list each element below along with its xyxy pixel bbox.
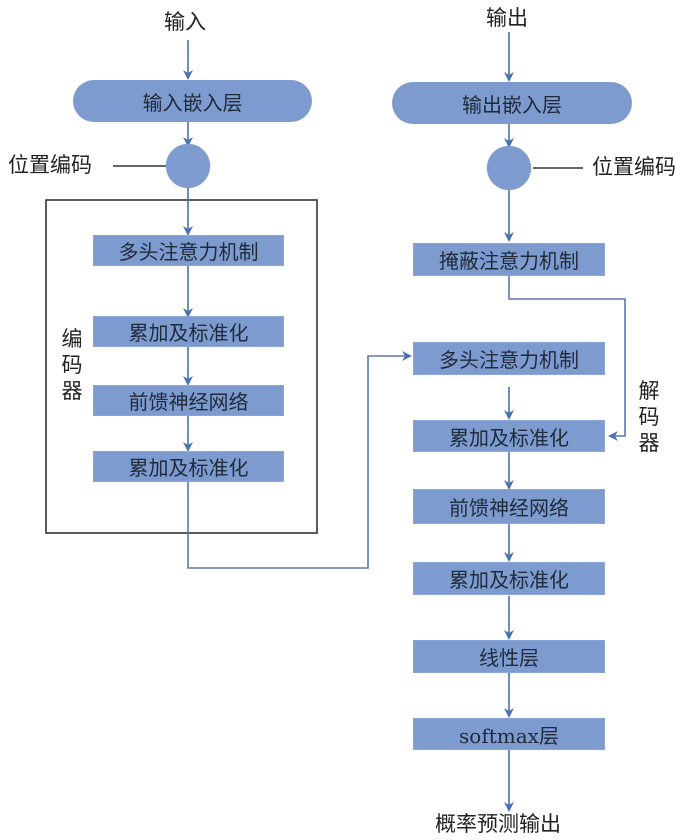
arrow-encoder-to-decoder-mha [187,351,412,569]
decoder-linear-layer: 线性层 [413,640,605,673]
output-embedding-layer: 输出嵌入层 [392,82,632,124]
arrow-masked-to-addnorm [508,276,626,441]
encoder-group-label: 编码器 [60,326,84,404]
input-embedding-layer: 输入嵌入层 [73,80,312,122]
encoder-add-norm-1: 累加及标准化 [93,316,284,347]
group-label-char: 器 [61,379,83,403]
encoder-add-norm-2: 累加及标准化 [93,451,284,482]
probability-output-label: 概率预测输出 [435,812,561,836]
encoder-multihead-attention: 多头注意力机制 [93,235,284,266]
encoder-positional-encoding-node [166,144,210,188]
group-label-char: 解 [638,379,660,403]
encoder-positional-encoding-label: 位置编码 [8,153,92,177]
decoder-group-label: 解码器 [637,378,661,456]
decoder-multihead-attention: 多头注意力机制 [413,342,605,375]
decoder-positional-encoding-label: 位置编码 [592,155,676,179]
decoder-positional-encoding-node [487,146,531,190]
group-label-char: 编 [61,327,83,351]
decoder-softmax-layer: softmax层 [413,718,605,750]
encoder-frame [45,199,318,534]
group-label-char: 码 [638,405,660,429]
group-label-char: 码 [61,353,83,377]
decoder-add-norm-1: 累加及标准化 [413,420,605,452]
decoder-input-label: 输出 [486,6,528,30]
encoder-input-label: 输入 [164,10,206,34]
decoder-masked-attention: 掩蔽注意力机制 [413,243,605,276]
decoder-add-norm-2: 累加及标准化 [413,562,605,595]
encoder-feed-forward: 前馈神经网络 [93,385,284,416]
decoder-feed-forward: 前馈神经网络 [413,489,605,524]
group-label-char: 器 [638,431,660,455]
